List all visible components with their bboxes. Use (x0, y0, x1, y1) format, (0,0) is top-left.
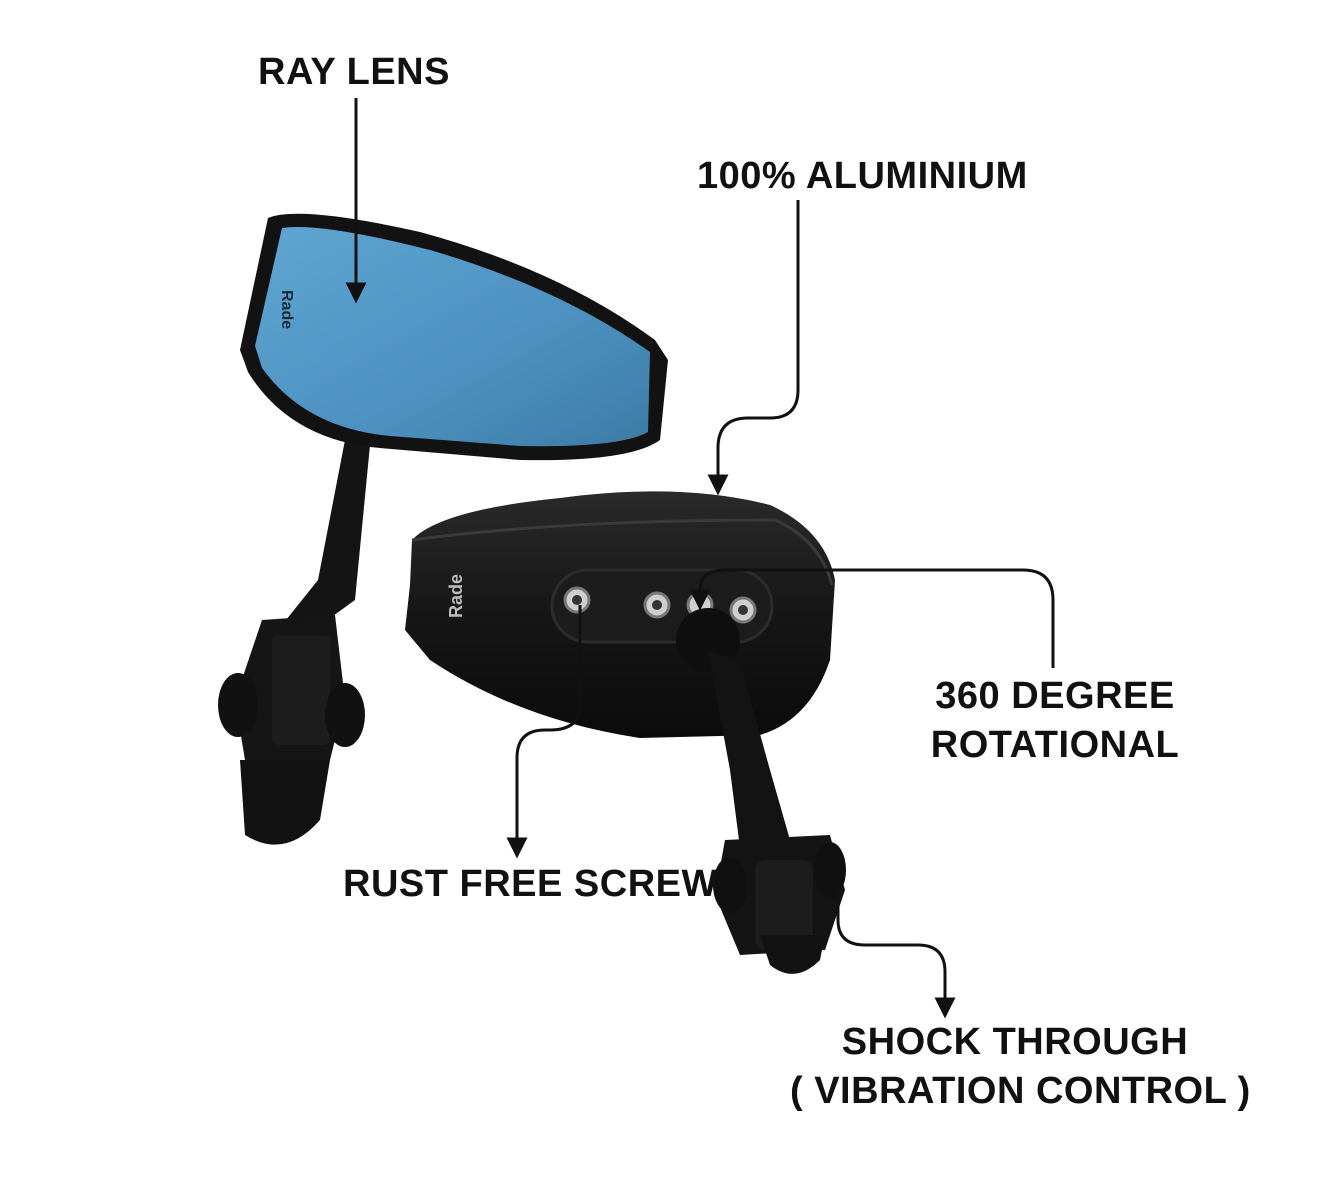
shock-through-label-line1: SHOCK THROUGH (841, 1021, 1189, 1063)
rotational-label: 360 DEGREE ROTATIONAL (880, 672, 1230, 771)
right-mirror-logo: Rade (446, 574, 466, 618)
left-mirror-knob-right (325, 683, 365, 747)
aluminium-pointer (707, 200, 800, 496)
right-mirror-knob-left (713, 857, 747, 913)
right-mirror: Rade (405, 491, 846, 974)
rotational-label-line1: 360 DEGREE (935, 675, 1175, 717)
rust-free-screw-1-hole (572, 595, 582, 605)
right-mirror-knob-right (814, 842, 846, 898)
rust-free-pointer (506, 605, 582, 859)
left-mirror-knob-left (218, 673, 258, 737)
rust-free-screw-2-hole (652, 600, 662, 610)
left-mirror-clamp-face (272, 635, 330, 745)
ray-lens-label: RAY LENS (258, 51, 450, 93)
left-mirror-bolt (240, 760, 330, 845)
left-mirror-stem (270, 440, 370, 640)
shock-pointer (836, 890, 956, 1019)
left-mirror: Rade (218, 213, 668, 845)
callout-lines (345, 98, 1055, 1019)
rust-free-screw-label: RUST FREE SCREW (343, 863, 718, 905)
shock-through-label-line2: ( VIBRATION CONTROL ) (790, 1070, 1251, 1113)
rotational-label-line2: ROTATIONAL (930, 724, 1180, 767)
right-mirror-stem (708, 650, 790, 848)
rotational-pointer (689, 568, 1055, 668)
aluminium-label: 100% ALUMINIUM (697, 155, 1028, 197)
right-mirror-clamp-face (755, 860, 813, 950)
right-mirror-bolt (760, 935, 825, 974)
rust-free-screw-4-hole (738, 605, 748, 615)
ray-lens-glass (255, 226, 650, 447)
shock-through-label: SHOCK THROUGH ( VIBRATION CONTROL ) (790, 1018, 1251, 1117)
left-mirror-logo: Rade (278, 290, 295, 329)
right-mirror-edge (411, 518, 834, 586)
